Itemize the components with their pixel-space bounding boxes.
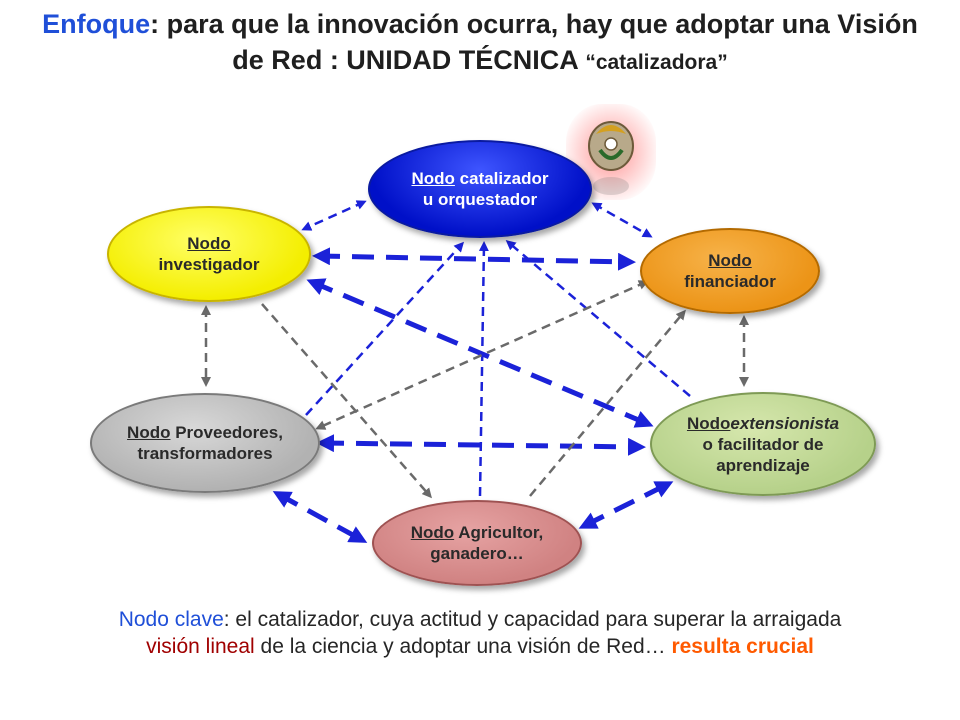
gray-arrows [201, 280, 749, 499]
thick-blue-arrows [272, 247, 674, 543]
node-financiador-line2: financiador [684, 272, 776, 291]
node-agricultor: Nodo Agricultor, ganadero… [372, 500, 582, 586]
node-extensionista-rest: extensionista [730, 413, 840, 433]
arrow-investigador-financiador [312, 247, 636, 271]
node-catalizador-underline: Nodo [411, 169, 455, 188]
title-quote: “catalizadora” [585, 51, 728, 74]
node-agricultor-underline: Nodo [410, 523, 455, 542]
node-agricultor-rest: Agricultor, [454, 523, 544, 542]
thin-blue-arrows [301, 200, 691, 497]
node-extensionista-line3: aprendizaje [716, 455, 810, 475]
arrow-agricultor-extensionista [578, 481, 674, 529]
node-catalizador: Nodo catalizador u orquestador [368, 140, 592, 238]
node-catalizador-rest: catalizador [454, 169, 549, 188]
footer-keyword: Nodo clave [118, 608, 224, 631]
arrow-catalizador-financiador [591, 202, 653, 238]
node-investigador-underline: Nodo [187, 234, 231, 253]
arrow-agricultor-financiador [529, 309, 686, 497]
node-extensionista-line2: o facilitador de [702, 434, 824, 454]
footer-text-1: : el catalizador, cuya actitud y capacid… [223, 608, 842, 631]
node-extensionista-underline: Nodo [686, 413, 731, 433]
node-financiador: Nodo financiador [640, 228, 820, 314]
arrow-proveedores-agricultor [272, 491, 368, 543]
arrow-agricultor-catalizador [478, 241, 489, 497]
node-investigador-line1: Nodo [187, 233, 230, 254]
node-catalizador-line2: u orquestador [422, 190, 538, 209]
node-financiador-line1: Nodo [708, 250, 751, 271]
footer-text-2: de la ciencia y adoptar una visión de Re… [254, 635, 672, 658]
node-proveedores: Nodo Proveedores, transformadores [90, 393, 320, 493]
title-text-2: de Red : UNIDAD TÉCNICA [232, 45, 586, 75]
arrow-proveedores-catalizador [305, 241, 465, 416]
title-keyword: Enfoque [42, 9, 151, 39]
institution-logo-icon [566, 104, 656, 200]
node-catalizador-line1: Nodo catalizador [412, 168, 549, 189]
footer-highlight-red: visión lineal [146, 635, 255, 658]
arrow-proveedores-extensionista [316, 434, 646, 456]
arrow-catalizador-investigador [301, 200, 367, 231]
node-financiador-underline: Nodo [708, 251, 752, 270]
node-proveedores-rest: Proveedores, [170, 423, 283, 442]
node-agricultor-line1: Nodo Agricultor, [411, 522, 544, 543]
node-investigador: Nodo investigador [107, 206, 311, 302]
title-text-1: : para que la innovación ocurra, hay que… [150, 9, 918, 39]
node-investigador-line2: investigador [158, 255, 260, 274]
footer-note: Nodo clave: el catalizador, cuya actitud… [0, 606, 960, 660]
node-extensionista: Nodoextensionista o facilitador de apren… [650, 392, 876, 496]
slide-title: Enfoque: para que la innovación ocurra, … [0, 6, 960, 81]
node-agricultor-line2: ganadero… [430, 544, 524, 563]
footer-highlight-orange: resulta crucial [671, 635, 814, 658]
node-extensionista-line1: Nodoextensionista [687, 413, 839, 434]
node-proveedores-line1: Nodo Proveedores, [127, 422, 283, 443]
node-proveedores-line2: transformadores [137, 444, 273, 463]
arrow-extensionista-catalizador [505, 240, 691, 397]
node-proveedores-underline: Nodo [127, 423, 171, 442]
